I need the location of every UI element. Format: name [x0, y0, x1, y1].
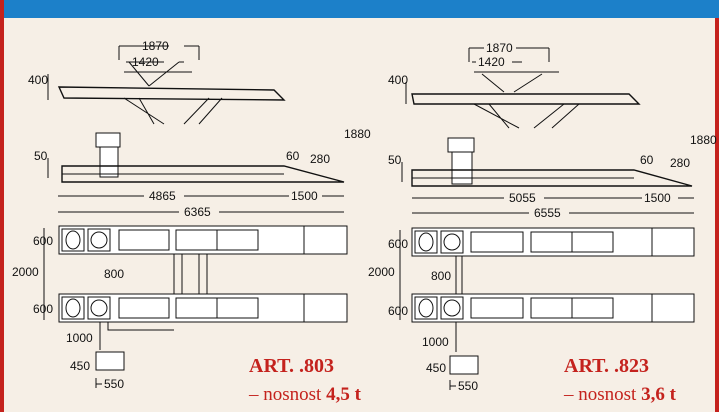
side-view-lowered: 50 60 280 4865 1500 6365 [34, 132, 345, 219]
model-803: 1870 1420 400 1880 50 60 280 4865 [12, 39, 371, 405]
runway-1-divisions [216, 226, 305, 254]
turntable-circle [90, 299, 108, 317]
lower-scissor [123, 97, 223, 125]
dim-ramp-length: 1500 [291, 189, 318, 203]
runway-1-divisions [571, 228, 653, 256]
control-unit [95, 351, 125, 371]
dim-ramp-length: 1500 [644, 191, 671, 205]
turntable-disc [418, 298, 434, 318]
turntable-1a [61, 228, 85, 252]
turntable-disc [65, 230, 81, 250]
dim-min-height: 400 [388, 73, 408, 87]
dim-line-550 [95, 378, 102, 388]
top-view: 2000 600 600 800 1000 450 550 [12, 225, 348, 391]
side-view-lowered: 50 60 280 5055 1500 6555 [388, 137, 694, 220]
dim-platform-height: 50 [34, 149, 48, 163]
turntable-2a [414, 296, 438, 320]
column [99, 146, 119, 178]
dim-pad-w: 450 [70, 359, 90, 373]
turntable-disc [418, 232, 434, 252]
dim-top-span: 1870 [486, 41, 513, 55]
turntable-disc [65, 298, 81, 318]
lifted-runway [411, 93, 641, 105]
runway-2-divisions [571, 294, 653, 322]
dim-pad-h: 550 [458, 379, 478, 393]
dim-ramp-height: 60 [286, 149, 300, 163]
dim-max-height: 1880 [690, 133, 717, 147]
dim-min-height: 400 [28, 73, 48, 87]
plate-2a [118, 297, 170, 319]
turntable-1a [414, 230, 438, 254]
plate-1a [470, 231, 524, 253]
dim-width: 2000 [12, 265, 39, 279]
hydraulic-line [99, 322, 174, 350]
plate-2a [470, 297, 524, 319]
dim-max-height: 1880 [344, 127, 371, 141]
dim-inner-span: 1420 [132, 55, 159, 69]
dim-total-length: 6555 [534, 206, 561, 220]
dim-pad-offset: 1000 [66, 331, 93, 345]
dim-pad-h: 550 [104, 377, 124, 391]
dim-platform-length: 5055 [509, 191, 536, 205]
dim-pad-offset: 1000 [422, 335, 449, 349]
capacity-text: – nosnost 3,6 t [563, 384, 677, 405]
lowered-runway [61, 165, 345, 183]
article-number: ART. .803 [249, 355, 334, 377]
column-top [447, 137, 475, 153]
turntable-circle [443, 299, 461, 317]
dim-track-1: 600 [33, 234, 53, 248]
turntable-circle [90, 231, 108, 249]
article-number: ART. .823 [564, 355, 649, 377]
dim-track-2: 600 [388, 304, 408, 318]
dim-ramp-top: 280 [310, 152, 330, 166]
dim-width: 2000 [368, 265, 395, 279]
side-view-lifted: 1870 1420 400 [28, 39, 286, 125]
model-823: 1870 1420 400 1880 50 60 280 5055 1500 [368, 41, 717, 405]
dim-ramp-top: 280 [670, 156, 690, 170]
dim-inner-span: 1420 [478, 55, 505, 69]
top-view: 2000 600 600 800 1000 450 550 [368, 227, 695, 393]
side-view-lifted: 1870 1420 400 [388, 41, 641, 129]
dim-platform-length: 4865 [149, 189, 176, 203]
runway-2-divisions [216, 294, 305, 322]
column-top [95, 132, 121, 148]
column-link [455, 256, 463, 294]
control-unit [449, 355, 479, 375]
dim-top-span: 1870 [142, 39, 169, 53]
top-bar [4, 0, 719, 18]
lower-scissor [473, 103, 580, 129]
column [451, 151, 473, 185]
upper-scissor [481, 73, 543, 93]
turntable-circle [443, 233, 461, 251]
cross-beams [173, 254, 208, 294]
dim-track-1: 600 [388, 237, 408, 251]
dim-platform-height: 50 [388, 153, 402, 167]
dim-pad-w: 450 [426, 361, 446, 375]
turntable-2a [61, 296, 85, 320]
plate-1a [118, 229, 170, 251]
dim-line-1870 [118, 45, 200, 60]
technical-drawing: 1870 1420 400 1880 50 60 280 4865 [12, 39, 717, 405]
dim-total-length: 6365 [184, 205, 211, 219]
dim-ramp-height: 60 [640, 153, 654, 167]
upper-scissor [128, 61, 180, 87]
dim-gap: 800 [104, 267, 124, 281]
dim-line-1870 [468, 47, 550, 62]
capacity-text: – nosnost 4,5 t [248, 384, 362, 405]
lifted-runway [57, 86, 286, 101]
lowered-runway [411, 169, 693, 187]
dim-track-2: 600 [33, 302, 53, 316]
dim-gap: 800 [431, 269, 451, 283]
dim-line-550 [449, 380, 456, 390]
